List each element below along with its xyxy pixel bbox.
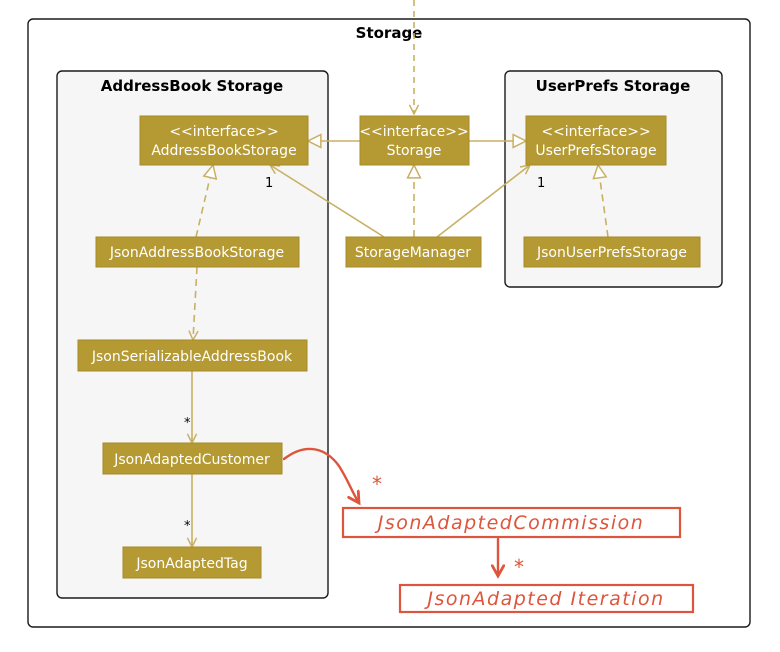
hand-label-iteration: JsonAdapted Iteration bbox=[423, 588, 664, 610]
relationships bbox=[192, 141, 609, 547]
hand-star-commission: * bbox=[372, 472, 382, 496]
jsonserializableaddressbook-class: JsonSerializableAddressBook bbox=[77, 339, 308, 372]
storage-stereotype: <<interface>> bbox=[359, 124, 468, 140]
jsonaddressbook-implements-arrow bbox=[195, 165, 213, 238]
addressbookstorage-stereotype: <<interface>> bbox=[169, 124, 278, 140]
jsonuserprefsstorage-name: JsonUserPrefsStorage bbox=[536, 245, 687, 261]
userprefsstorage-interface: <<interface>> UserPrefsStorage bbox=[525, 115, 667, 166]
storage-package-title: Storage bbox=[356, 24, 423, 42]
hand-arrow-customer-to-commission bbox=[282, 447, 359, 503]
userprefs-package-title: UserPrefs Storage bbox=[536, 77, 691, 95]
userprefsstorage-stereotype: <<interface>> bbox=[541, 124, 650, 140]
jsonaddressbook-to-serializable-dependency bbox=[193, 266, 197, 340]
jsonserializableaddressbook-name: JsonSerializableAddressBook bbox=[91, 349, 293, 365]
multiplicity-userprefs: 1 bbox=[537, 176, 545, 191]
jsonuserprefs-implements-arrow bbox=[598, 165, 609, 238]
storage-interface: <<interface>> Storage bbox=[359, 115, 470, 166]
addressbookstorage-interface: <<interface>> AddressBookStorage bbox=[139, 115, 309, 166]
jsonaddressbookstorage-name: JsonAddressBookStorage bbox=[109, 245, 284, 261]
jsonadaptedtag-name: JsonAdaptedTag bbox=[135, 556, 247, 572]
jsonadaptedcustomer-class: JsonAdaptedCustomer bbox=[102, 442, 283, 475]
manager-to-addressbook-association bbox=[270, 165, 385, 238]
addressbook-package-title: AddressBook Storage bbox=[101, 77, 283, 95]
storagemanager-class: StorageManager bbox=[345, 236, 482, 268]
addressbookstorage-name: AddressBookStorage bbox=[151, 143, 296, 159]
multiplicity-addressbook: 1 bbox=[265, 176, 273, 191]
jsonuserprefsstorage-class: JsonUserPrefsStorage bbox=[523, 236, 701, 268]
hand-box-commission bbox=[341, 506, 682, 539]
hand-box-iteration bbox=[398, 583, 695, 614]
multiplicity-customer: * bbox=[184, 416, 191, 431]
hand-label-commission: JsonAdaptedCommission bbox=[374, 512, 645, 534]
storage-name: Storage bbox=[387, 143, 442, 159]
jsonaddressbookstorage-class: JsonAddressBookStorage bbox=[95, 236, 300, 268]
multiplicity-tag: * bbox=[184, 519, 191, 534]
jsonadaptedtag-class: JsonAdaptedTag bbox=[122, 546, 262, 579]
hand-star-iteration: * bbox=[514, 555, 524, 579]
jsonadaptedcustomer-name: JsonAdaptedCustomer bbox=[113, 452, 270, 468]
handwritten-annotations: * JsonAdaptedCommission * JsonAdapted It… bbox=[282, 447, 695, 614]
manager-to-userprefs-association bbox=[436, 165, 530, 238]
userprefsstorage-name: UserPrefsStorage bbox=[535, 143, 656, 159]
storagemanager-name: StorageManager bbox=[355, 245, 471, 261]
